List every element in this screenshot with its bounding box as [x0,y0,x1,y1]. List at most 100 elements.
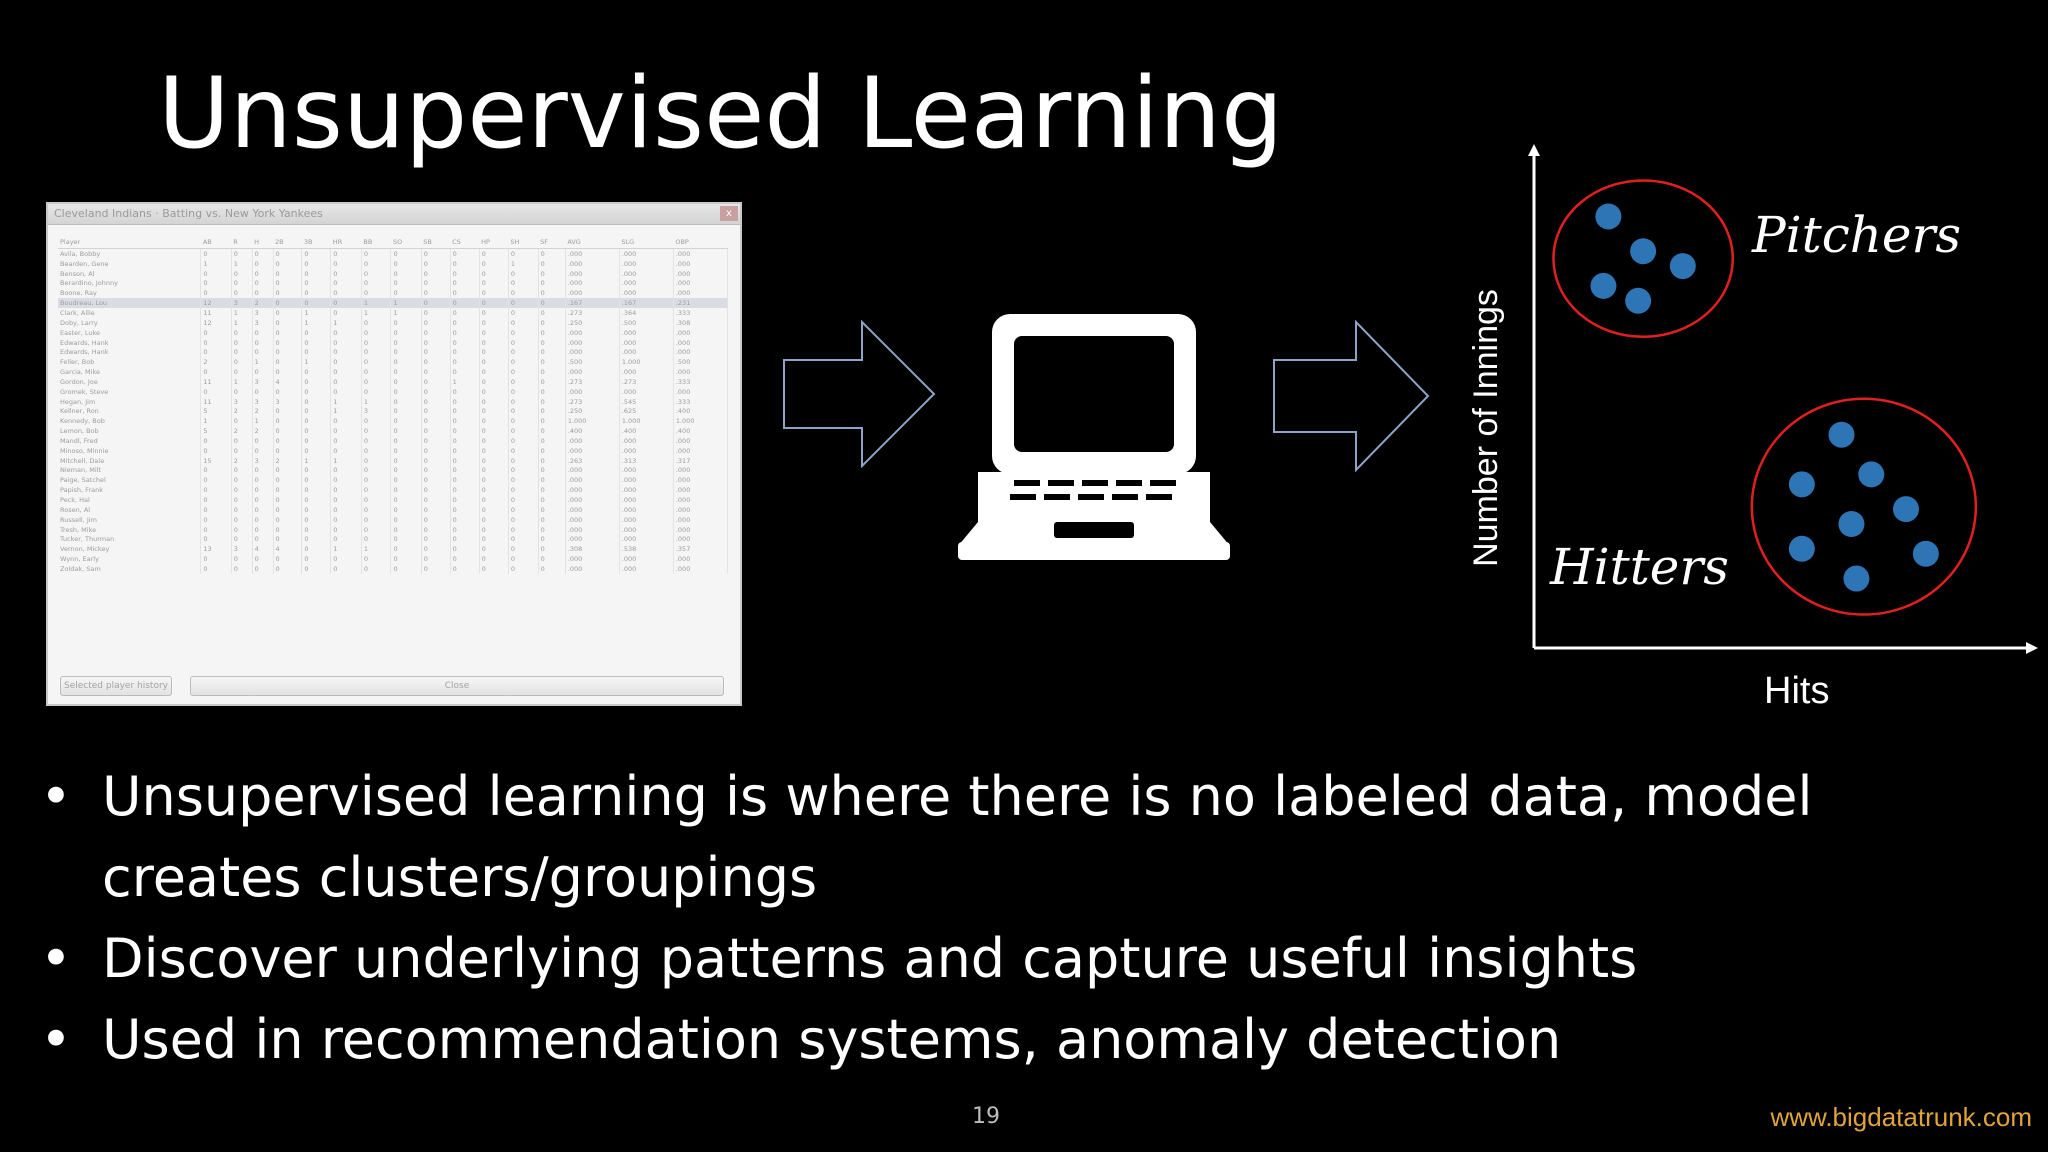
table-cell: 0 [421,357,451,368]
table-cell: 0 [538,465,566,476]
table-cell: 0 [390,376,422,387]
column-header[interactable]: SO [390,236,422,249]
table-cell: 0 [252,445,274,456]
bullet-text: Discover underlying patterns and capture… [102,927,1638,990]
table-cell: .000 [619,367,674,377]
column-header[interactable]: H [252,236,274,249]
table-cell: 0 [508,386,539,397]
table-cell: 0 [273,495,303,505]
table-cell: 0 [301,445,332,456]
column-header[interactable]: SF [538,236,566,249]
table-cell: 0 [200,268,232,279]
table-cell: 0 [231,278,253,289]
table-cell: 0 [361,367,392,377]
table-cell: 0 [479,504,509,515]
table-cell: Edwards, Hank [58,337,202,348]
column-header[interactable]: SB [421,236,451,249]
table-cell: 0 [390,544,422,555]
column-header[interactable]: Player [58,236,201,249]
table-cell: 0 [301,278,332,289]
table-cell: Mitchell, Dale [58,455,202,466]
table-cell: 1 [231,308,253,318]
table-cell: 0 [231,436,253,446]
table-cell: 0 [273,436,303,446]
table-cell: 0 [361,534,392,545]
player-history-button[interactable]: Selected player history [60,676,172,696]
column-header[interactable]: SH [508,236,539,249]
table-cell: 1 [330,455,362,466]
table-cell: .400 [619,426,674,437]
table-cell: 0 [538,485,566,496]
table-cell: 0 [330,564,362,574]
table-cell: Rosen, Al [58,504,202,515]
close-button[interactable]: Close [190,676,724,696]
column-header[interactable]: BB [361,236,391,249]
data-point-pitchers [1669,253,1696,280]
close-icon[interactable]: x [720,206,738,221]
table-cell: 1 [361,308,392,318]
table-cell: 0 [200,554,232,564]
table-cell: .000 [619,268,674,279]
table-cell: 0 [390,514,422,525]
table-cell: 0 [450,554,480,564]
table-cell: 0 [200,347,232,358]
table-cell: 0 [508,347,539,358]
table-cell: 0 [231,465,253,476]
website-link[interactable]: www.bigdatatrunk.com [1770,1102,2032,1132]
table-cell: .000 [619,386,674,397]
table-cell: 4 [273,376,303,387]
column-header[interactable]: HR [330,236,362,249]
column-header[interactable]: 2B [273,236,302,249]
column-header[interactable]: SLG [619,236,674,249]
column-header[interactable]: R [231,236,253,249]
table-cell: 3 [252,396,274,407]
table-cell: 0 [450,504,480,515]
column-header[interactable]: AB [200,236,232,249]
table-cell: 0 [421,416,451,427]
column-header[interactable]: OBP [673,236,728,249]
column-header[interactable]: HP [479,236,509,249]
table-cell: .000 [673,465,728,476]
column-header[interactable]: AVG [565,236,620,249]
slide-title: Unsupervised Learning [158,57,1284,171]
table-cell: 0 [508,514,539,525]
column-header[interactable]: 3B [301,236,331,249]
column-header[interactable]: CS [450,236,480,249]
table-cell: 0 [200,495,232,505]
table-cell: 0 [390,554,422,564]
table-cell: 3 [252,317,274,328]
